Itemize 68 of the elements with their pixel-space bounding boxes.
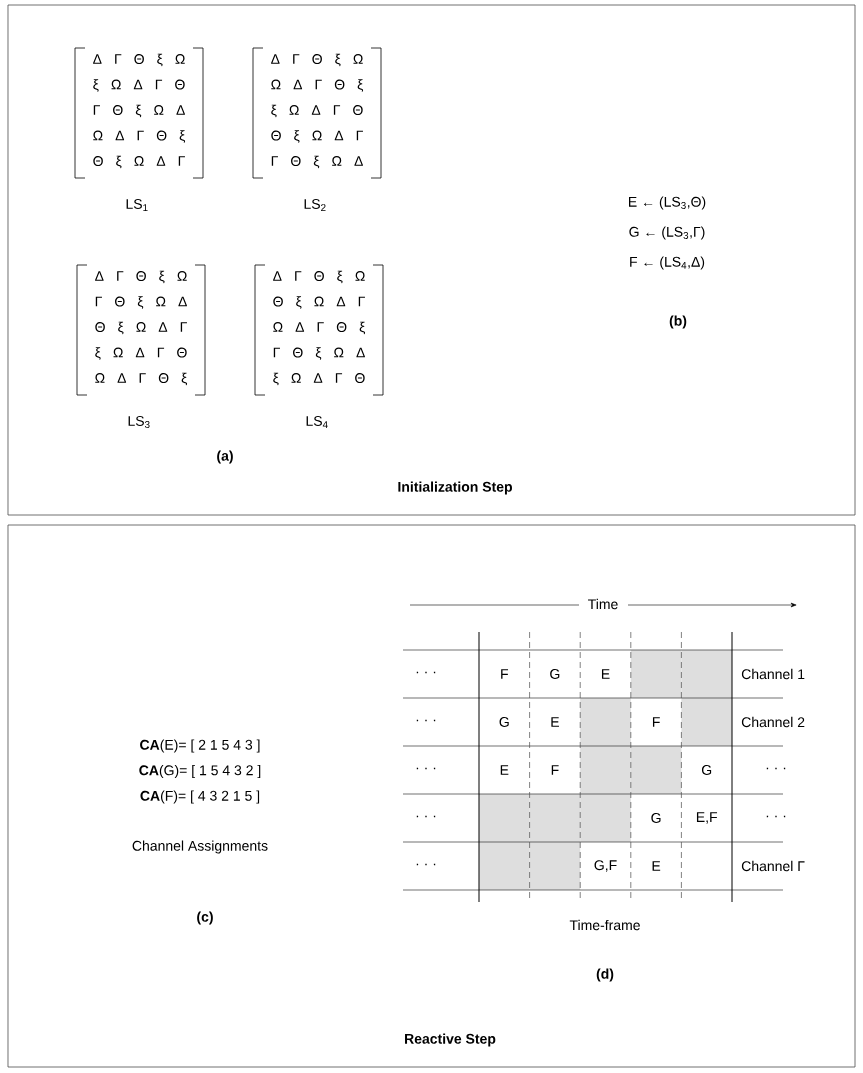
cell-text: G — [651, 813, 661, 823]
label: Ω Δ Γ Θ ξ — [273, 321, 366, 335]
channel-label: Channel 1 — [741, 668, 805, 680]
cell-text: E — [551, 717, 559, 727]
label: Γ Θ ξ Ω Δ — [93, 104, 185, 118]
latin-square: Δ Γ Θ ξ Ω Ω Δ Γ Θ ξ ξ Ω Δ Γ Θ Θ ξ Ω Δ Γ Γ Θ ξ Ω Δ — [252, 47, 382, 179]
ellipsis: · · · — [766, 767, 786, 770]
axis-label: Time-frame — [569, 919, 640, 931]
label: Ω Δ Γ Θ ξ — [271, 79, 364, 92]
ellipsis: · · · — [416, 767, 436, 770]
label: ξ Ω Δ Γ Θ — [271, 104, 363, 118]
ellipsis: · · · — [416, 863, 436, 866]
square-label: LS$_{4}$ — [306, 416, 328, 428]
ellipsis: · · · — [416, 815, 436, 818]
panel — [7, 4, 856, 516]
label: ξ Ω Δ Γ Θ — [95, 347, 187, 360]
square-label: LS$_{1}$ — [126, 199, 148, 211]
label: Γ Θ ξ Ω Δ — [95, 296, 187, 309]
ellipsis: · · · — [416, 719, 436, 722]
panel-heading: Initialization Step — [398, 481, 512, 495]
panel-label: (b) — [669, 315, 687, 329]
panel — [7, 524, 856, 1068]
cell-text: G,F — [594, 860, 617, 872]
label: ξ Ω Δ Γ Θ — [273, 372, 365, 386]
cell-text: F — [652, 717, 660, 727]
channel-assignment: CA(E)= [ 2 1 5 4 3 ] — [140, 739, 260, 753]
ellipsis: · · · — [416, 671, 436, 674]
cell-text: G — [499, 717, 509, 727]
cell-text: E — [602, 669, 610, 679]
square-label: LS$_{2}$ — [304, 199, 326, 211]
square-label: LS$_{3}$ — [128, 416, 150, 428]
panel-label: (c) — [197, 911, 213, 925]
cell-text: F — [501, 669, 509, 679]
label: Δ Γ Θ ξ Ω — [273, 270, 365, 284]
label: Γ Θ ξ Ω Δ — [273, 347, 365, 360]
assignment-line: E ← (LS$_{3}$,Θ) — [629, 196, 706, 210]
cell-text: G — [550, 669, 560, 679]
panel-label: (a) — [217, 450, 233, 464]
channel-assignment: CA(F)= [ 4 3 2 1 5 ] — [140, 790, 260, 804]
panel-label: (d) — [596, 968, 614, 982]
caption-text: Channel Assignments — [132, 840, 268, 854]
cell-text: E — [652, 861, 661, 871]
channel-assignment: CA(G)= [ 1 5 4 3 2 ] — [139, 765, 261, 779]
label: Δ Γ Θ ξ Ω — [95, 270, 187, 284]
latin-square: Δ Γ Θ ξ Ω ξ Ω Δ Γ Θ Γ Θ ξ Ω Δ Ω Δ Γ Θ ξ Θ ξ Ω Δ Γ — [74, 47, 204, 179]
label: Θ ξ Ω Δ Γ — [95, 321, 187, 335]
assignment-line: G ← (LS$_{3}$,Γ) — [629, 226, 705, 240]
channel-label: Channel 2 — [741, 716, 805, 728]
latin-square: Δ Γ Θ ξ Ω Θ ξ Ω Δ Γ Ω Δ Γ Θ ξ Γ Θ ξ Ω Δ ξ Ω Δ Γ Θ — [254, 264, 384, 396]
panel-heading: Reactive Step — [405, 1033, 496, 1047]
cell-text: G — [701, 765, 712, 775]
cell-text: E,F — [696, 812, 718, 824]
axis-label: Time — [588, 598, 618, 610]
label: Ω Δ Γ Θ ξ — [95, 372, 188, 386]
label: ξ Ω Δ Γ Θ — [93, 79, 185, 92]
label: Δ Γ Θ ξ Ω — [271, 53, 363, 67]
assignment-line: F ← (LS$_{4}$,Δ) — [630, 256, 705, 270]
cell-text: F — [551, 765, 559, 775]
label: Θ ξ Ω Δ Γ — [273, 296, 365, 309]
label: Δ Γ Θ ξ Ω — [93, 53, 185, 67]
label: Θ ξ Ω Δ Γ — [93, 155, 185, 169]
cell-text: E — [500, 765, 509, 775]
label: Θ ξ Ω Δ Γ — [271, 130, 363, 143]
label: Γ Θ ξ Ω Δ — [271, 155, 363, 169]
label: Ω Δ Γ Θ ξ — [93, 130, 186, 143]
ellipsis: · · · — [766, 815, 786, 818]
latin-square: Δ Γ Θ ξ Ω Γ Θ ξ Ω Δ Θ ξ Ω Δ Γ ξ Ω Δ Γ Θ Ω Δ Γ Θ ξ — [76, 264, 206, 396]
channel-label: Channel Γ — [741, 860, 805, 872]
